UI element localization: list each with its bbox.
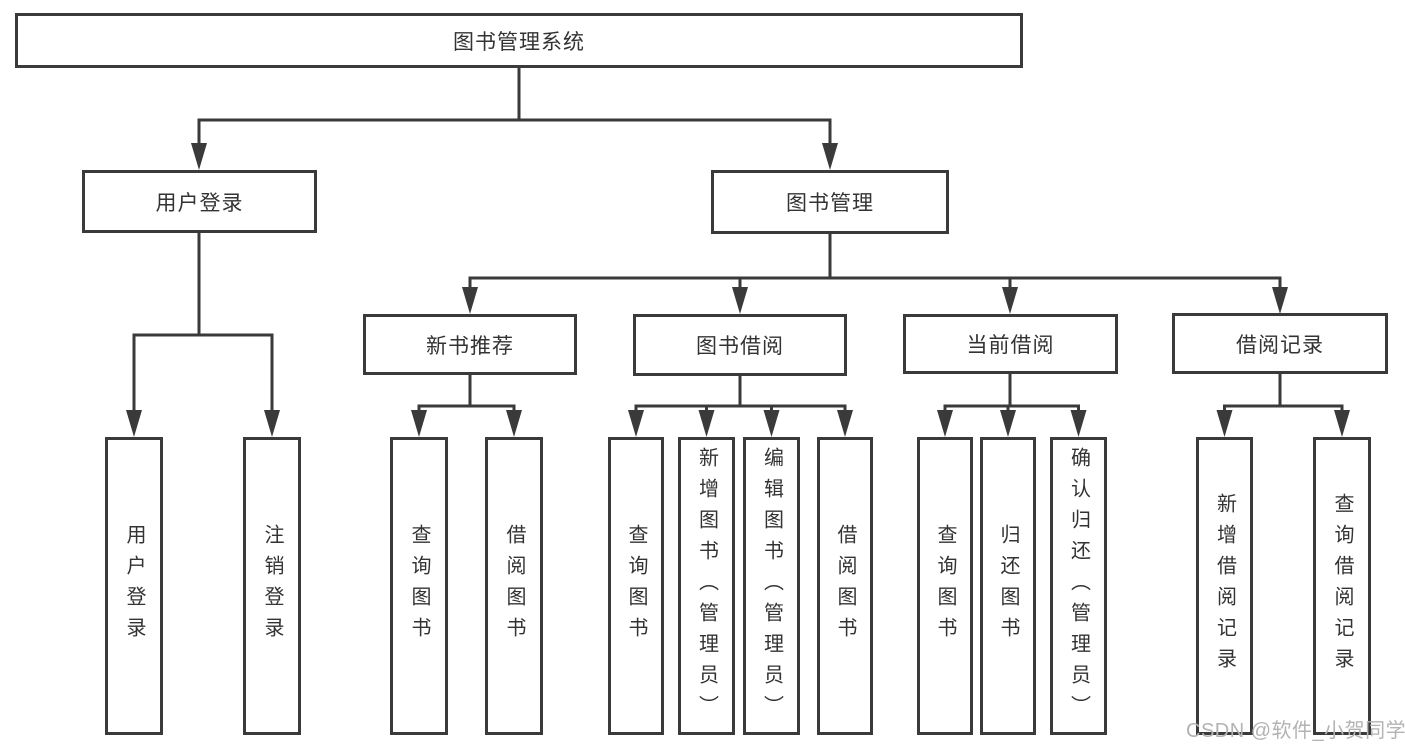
- arrow-down-icon: [126, 410, 142, 437]
- leaf-borrow-books-new-label: 借阅图书: [503, 524, 525, 648]
- leaf-query-books-new-label: 查询图书: [408, 524, 430, 648]
- leaf-borrow-books-label: 借阅图书: [834, 524, 856, 648]
- arrow-down-icon: [837, 410, 853, 437]
- leaf-query-books-current-label: 查询图书: [934, 524, 956, 648]
- leaf-user-login: 用户登录: [105, 437, 163, 735]
- arrow-down-icon: [191, 143, 207, 170]
- arrow-down-icon: [1002, 287, 1018, 314]
- leaf-borrow-books: 借阅图书: [817, 437, 873, 735]
- leaf-edit-books-admin-label: 编辑图书（管理员）: [760, 446, 783, 726]
- leaf-add-books-admin-label: 新增图书（管理员）: [695, 446, 718, 726]
- leaf-edit-books-admin: 编辑图书（管理员）: [743, 437, 800, 735]
- arrow-down-icon: [822, 143, 838, 170]
- arrow-down-icon: [506, 410, 522, 437]
- leaf-logout-label: 注销登录: [261, 524, 283, 648]
- arrow-down-icon: [264, 410, 280, 437]
- arrow-down-icon: [1070, 410, 1087, 437]
- leaf-add-borrow-record: 新增借阅记录: [1196, 437, 1253, 735]
- node-new-book-recommend: 新书推荐: [363, 314, 577, 375]
- arrow-down-icon: [937, 410, 953, 437]
- arrow-down-icon: [1216, 410, 1233, 437]
- leaf-add-borrow-record-label: 新增借阅记录: [1213, 493, 1236, 679]
- arrow-down-icon: [698, 410, 715, 437]
- leaf-return-books-label: 归还图书: [997, 524, 1019, 648]
- node-user-login: 用户登录: [82, 170, 317, 233]
- leaf-confirm-return-admin: 确认归还（管理员）: [1050, 437, 1107, 735]
- arrow-down-icon: [462, 287, 478, 314]
- node-book-borrow: 图书借阅: [633, 314, 847, 376]
- node-root: 图书管理系统: [15, 13, 1023, 68]
- leaf-query-books-current: 查询图书: [917, 437, 973, 735]
- arrow-down-icon: [411, 410, 427, 437]
- leaf-confirm-return-admin-label: 确认归还（管理员）: [1067, 446, 1090, 726]
- leaf-return-books: 归还图书: [980, 437, 1036, 735]
- leaf-query-books-new: 查询图书: [390, 437, 448, 735]
- leaf-add-books-admin: 新增图书（管理员）: [678, 437, 735, 735]
- leaf-query-borrow-record-label: 查询借阅记录: [1331, 493, 1353, 679]
- connector-paths: [132, 66, 1344, 414]
- arrow-down-icon: [732, 287, 748, 314]
- arrow-down-icon: [628, 410, 644, 437]
- node-borrow-records: 借阅记录: [1172, 313, 1388, 374]
- node-book-management: 图书管理: [711, 170, 949, 234]
- leaf-user-login-label: 用户登录: [123, 524, 145, 648]
- arrow-down-icon: [1000, 410, 1016, 437]
- node-current-borrow: 当前借阅: [903, 314, 1118, 374]
- leaf-logout: 注销登录: [243, 437, 301, 735]
- arrow-down-icon: [1334, 410, 1350, 437]
- leaf-borrow-books-new: 借阅图书: [485, 437, 543, 735]
- leaf-query-books-borrow-label: 查询图书: [625, 524, 647, 648]
- arrow-down-icon: [1272, 287, 1288, 314]
- leaf-query-borrow-record: 查询借阅记录: [1313, 437, 1371, 735]
- arrow-down-icons: [126, 143, 1350, 437]
- watermark-text: CSDN @软件_小贺同学: [1186, 720, 1405, 742]
- leaf-query-books-borrow: 查询图书: [608, 437, 664, 735]
- arrow-down-icon: [763, 410, 780, 437]
